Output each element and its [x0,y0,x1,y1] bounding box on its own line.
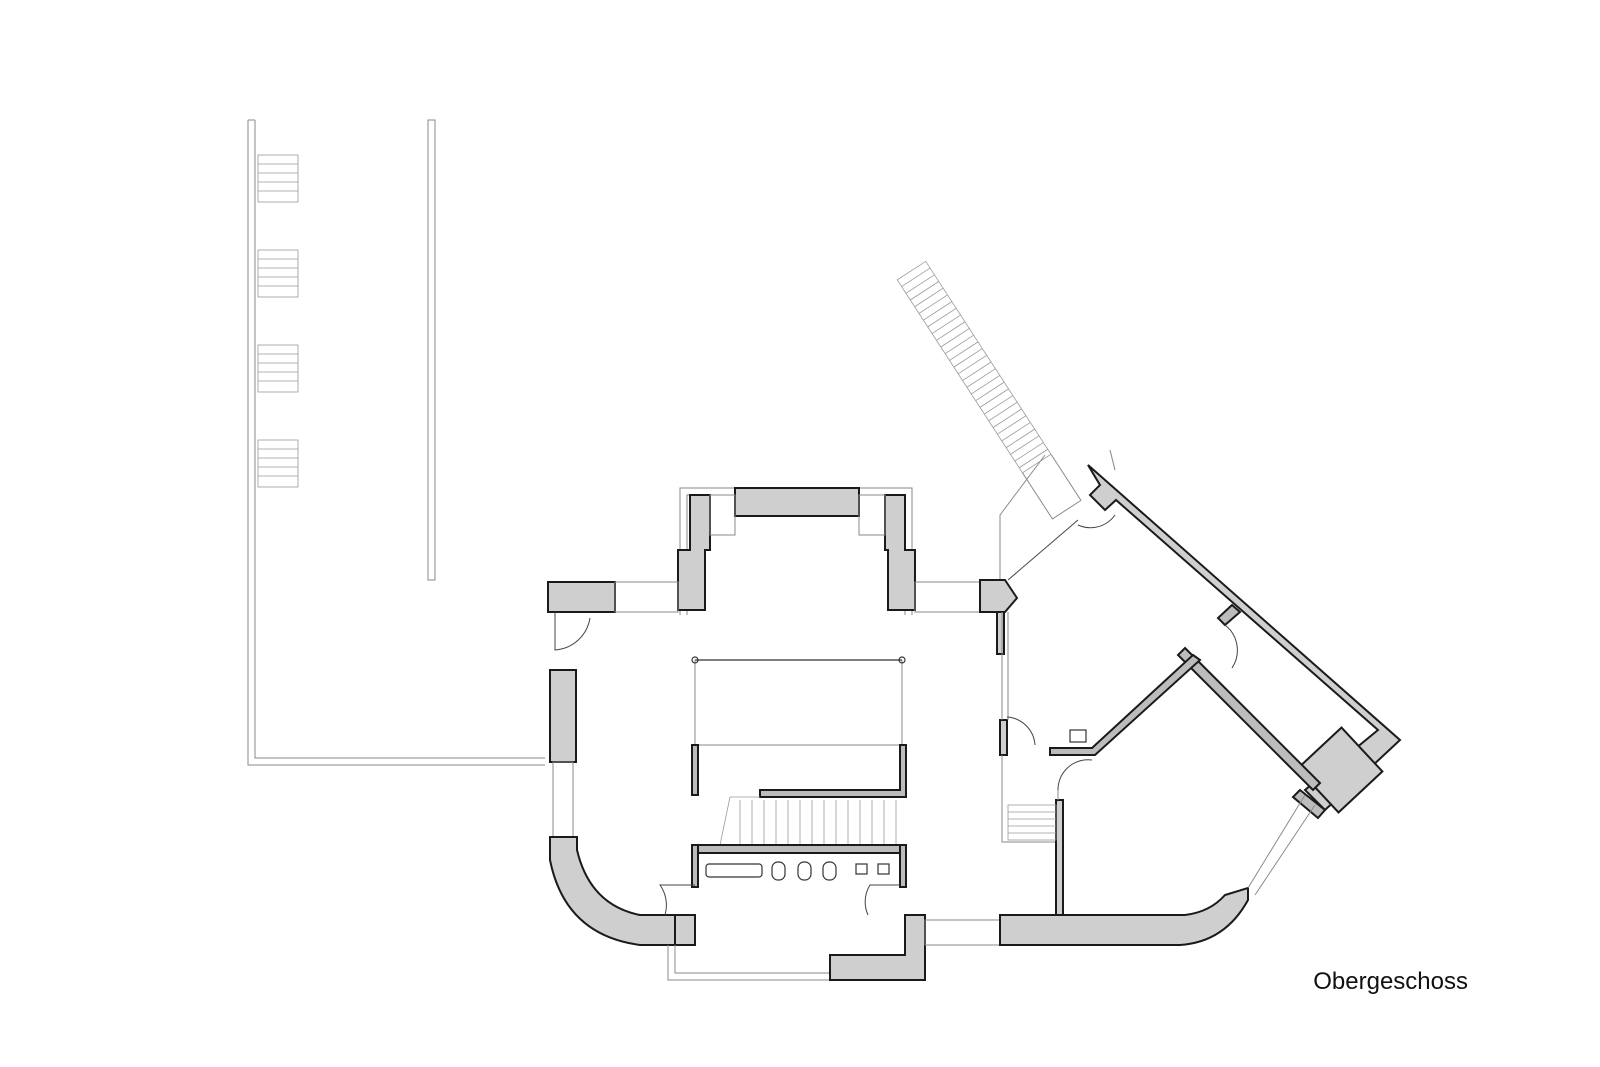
door-swings [554,514,1238,916]
north-wall [547,579,1019,655]
terrace-outline [247,119,545,766]
west-wall [549,669,696,946]
east-stair [1007,804,1057,841]
sanitary-fixtures [705,861,890,881]
north-bay [677,487,916,615]
east-wing [999,464,1402,916]
terrace-steps [257,154,299,488]
diagonal-stair [896,260,1082,520]
central-stair [691,656,907,888]
south-wall [667,886,1249,981]
floor-label: Obergeschoss [1313,968,1468,995]
